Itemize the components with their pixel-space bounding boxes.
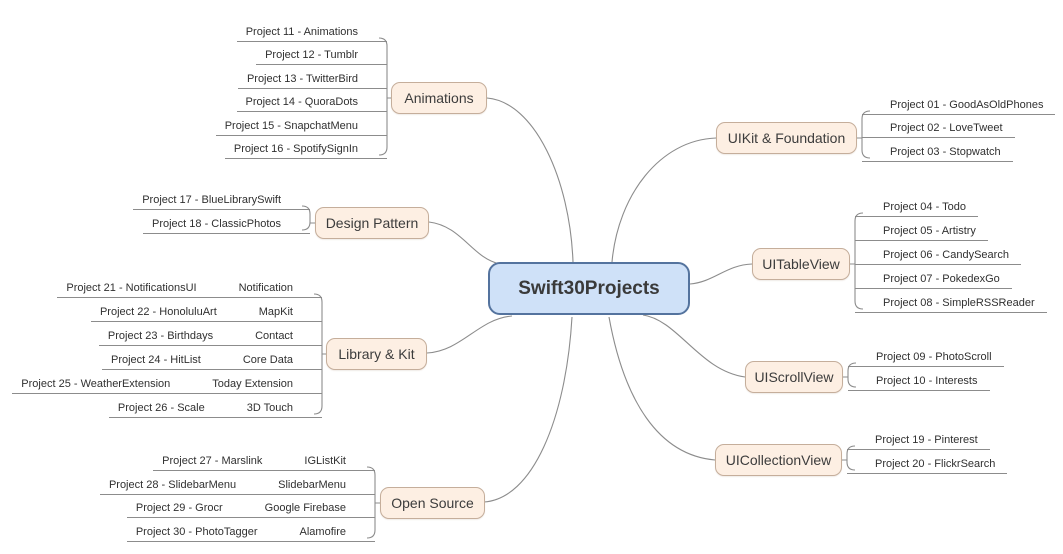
topic-uikit-foundation[interactable]: UIKit & Foundation xyxy=(716,122,857,154)
root-topic-swift30projects[interactable]: Swift30Projects xyxy=(488,262,690,315)
curve-root-design-pattern xyxy=(428,221,501,265)
topic-animations[interactable]: Animations xyxy=(391,82,487,114)
leaf-project-12[interactable]: Project 12 - Tumblr xyxy=(256,40,387,65)
leaf-project-17[interactable]: Project 17 - BlueLibrarySwift xyxy=(133,185,310,210)
topic-uiscrollview[interactable]: UIScrollView xyxy=(745,361,843,393)
leaf-tag: Today Extension xyxy=(212,378,293,390)
leaf-tag: Core Data xyxy=(242,354,293,366)
leaf-project-11[interactable]: Project 11 - Animations xyxy=(236,17,387,42)
leaf-project-09[interactable]: Project 09 - PhotoScroll xyxy=(848,342,1004,367)
curve-root-uitableview xyxy=(689,263,753,285)
leaf-project-05[interactable]: Project 05 - Artistry xyxy=(855,216,988,241)
leaf-project-08[interactable]: Project 08 - SimpleRSSReader xyxy=(855,288,1047,313)
topic-design-pattern[interactable]: Design Pattern xyxy=(315,207,429,239)
leaf-project-10[interactable]: Project 10 - Interests xyxy=(848,366,990,391)
leaf-project-04[interactable]: Project 04 - Todo xyxy=(855,192,978,217)
topic-uitableview[interactable]: UITableView xyxy=(752,248,850,280)
leaf-project-06[interactable]: Project 06 - CandySearch xyxy=(855,240,1021,265)
leaf-tag: 3D Touch xyxy=(246,402,293,414)
leaf-project-16[interactable]: Project 16 - SpotifySignIn xyxy=(224,134,387,159)
leaf-tag: Google Firebase xyxy=(264,502,346,514)
topic-library-kit[interactable]: Library & Kit xyxy=(326,338,427,370)
curve-root-uicollectionview xyxy=(608,316,716,461)
topic-open-source[interactable]: Open Source xyxy=(380,487,485,519)
leaf-project-02[interactable]: Project 02 - LoveTweet xyxy=(862,113,1015,138)
leaf-tag: MapKit xyxy=(258,306,293,318)
leaf-project-18[interactable]: Project 18 - ClassicPhotos xyxy=(143,209,310,234)
leaf-project-01[interactable]: Project 01 - GoodAsOldPhones xyxy=(862,90,1056,115)
leaf-project-19[interactable]: Project 19 - Pinterest xyxy=(847,425,990,450)
leaf-project-20[interactable]: Project 20 - FlickrSearch xyxy=(847,449,1008,474)
curve-root-uikit-foundation xyxy=(611,137,717,263)
curve-root-open-source xyxy=(483,316,573,503)
leaf-project-13[interactable]: Project 13 - TwitterBird xyxy=(237,64,387,89)
leaf-project-14[interactable]: Project 14 - QuoraDots xyxy=(236,87,387,112)
leaf-tag: Contact xyxy=(255,330,293,342)
curve-root-library-kit xyxy=(426,315,513,354)
leaf-tag: Notification xyxy=(238,282,293,294)
topic-uicollectionview[interactable]: UICollectionView xyxy=(715,444,842,476)
leaf-project-15[interactable]: Project 15 - SnapchatMenu xyxy=(215,111,387,136)
curve-root-animations xyxy=(486,97,574,263)
leaf-tag: SlidebarMenu xyxy=(278,479,346,491)
leaf-project-07[interactable]: Project 07 - PokedexGo xyxy=(855,264,1012,289)
curve-root-uiscrollview xyxy=(642,314,746,378)
leaf-project-03[interactable]: Project 03 - Stopwatch xyxy=(862,137,1013,162)
leaf-tag: IGListKit xyxy=(304,455,346,467)
leaf-tag: Alamofire xyxy=(299,526,346,538)
